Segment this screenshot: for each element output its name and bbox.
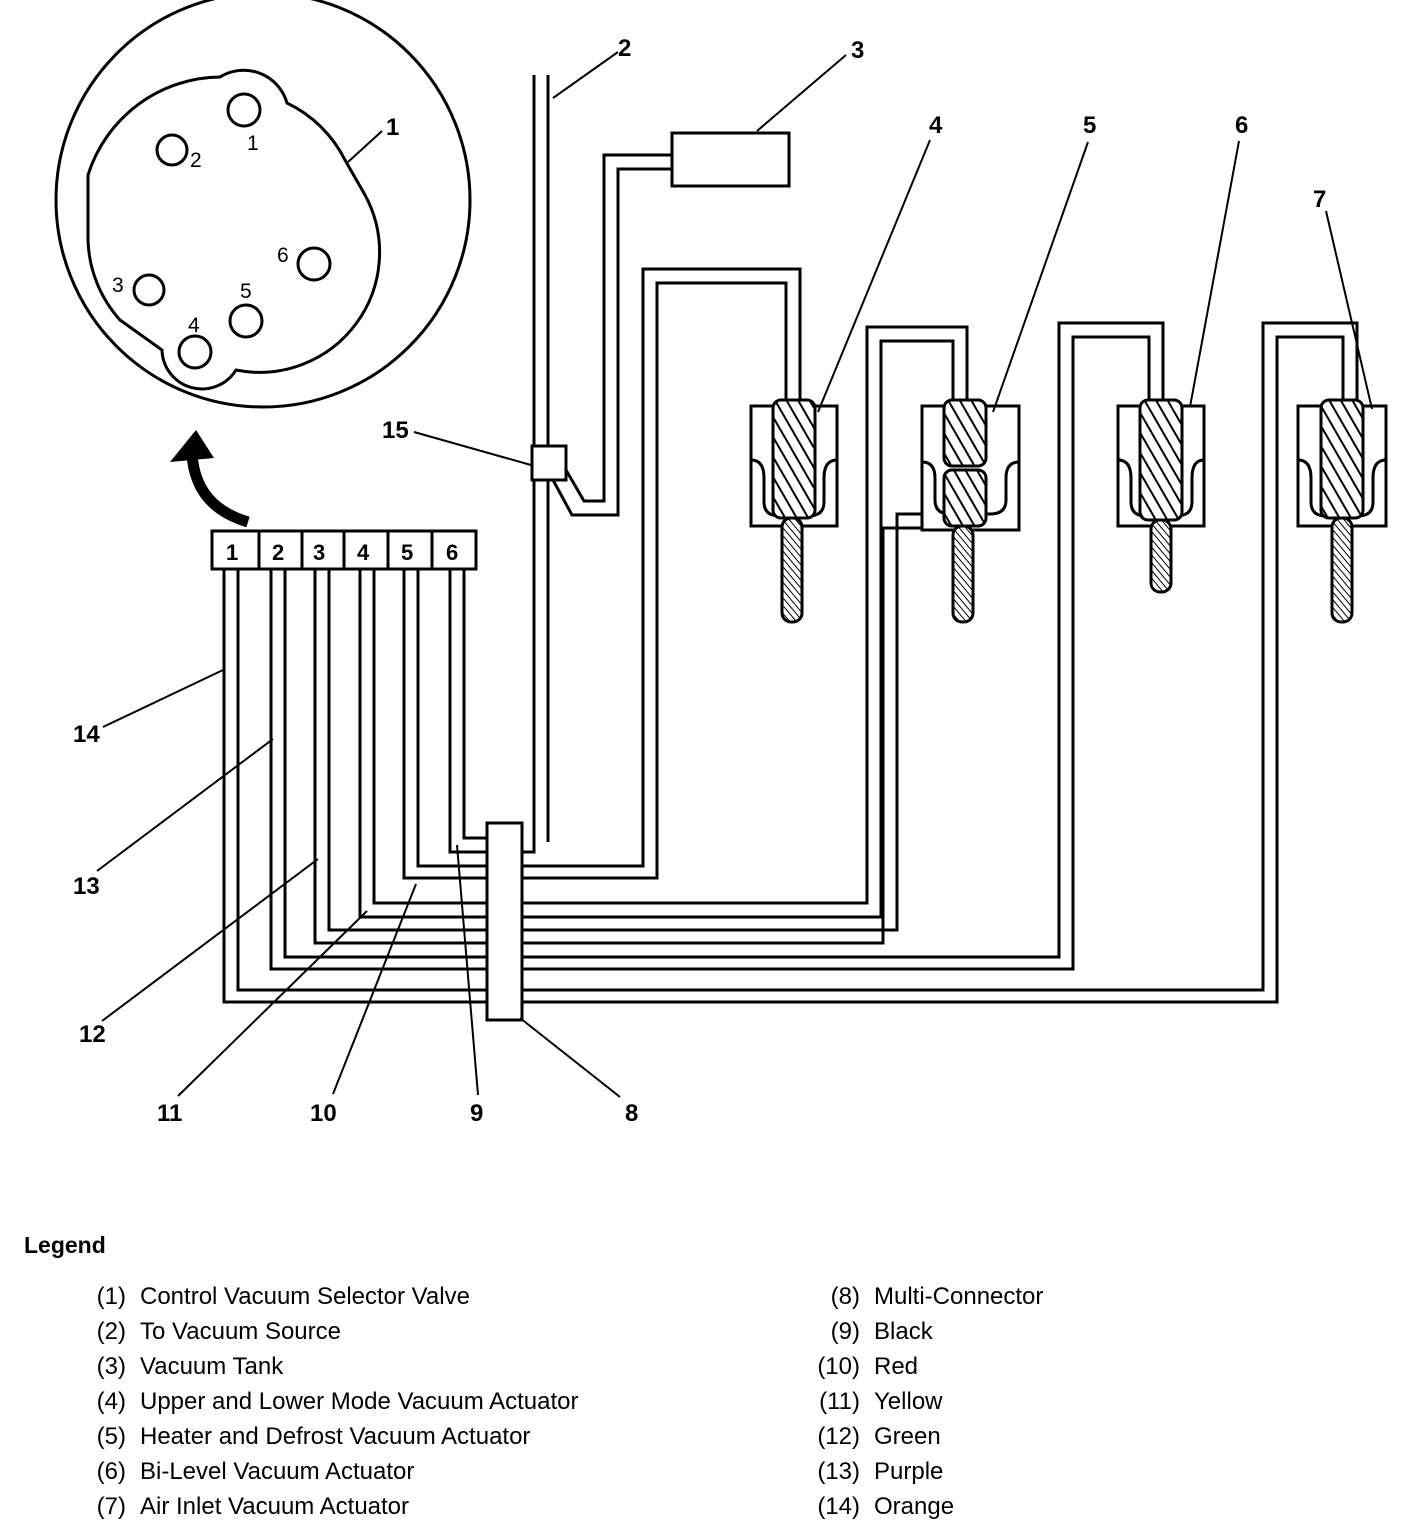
- port-label: 5: [240, 280, 252, 303]
- legend-item: (6) Bi-Level Vacuum Actuator: [76, 1454, 776, 1489]
- legend-right-column: (8) Multi-Connector (9) Black (10) Red (11)…: [810, 1279, 1310, 1524]
- legend-number: (10): [817, 1353, 860, 1380]
- leader-lines: [96, 51, 1373, 1098]
- legend-item: (12) Green: [810, 1419, 1310, 1454]
- callout-7: 7: [1313, 186, 1326, 213]
- block-port-label: 3: [313, 540, 325, 565]
- view-arrow: [170, 430, 250, 528]
- port-label: 1: [247, 132, 259, 155]
- vacuum-tank: [670, 131, 791, 188]
- legend-number: (7): [96, 1493, 126, 1520]
- legend-label: To Vacuum Source: [140, 1318, 341, 1345]
- block-port-label: 6: [446, 540, 458, 565]
- hose-yellow: [358, 339, 955, 919]
- legend-item: (8) Multi-Connector: [810, 1279, 1310, 1314]
- block-port-label: 2: [272, 540, 284, 565]
- legend-item: (4) Upper and Lower Mode Vacuum Actuator: [76, 1384, 776, 1419]
- legend-label: Red: [874, 1353, 919, 1380]
- legend-label: Control Vacuum Selector Valve: [140, 1283, 470, 1310]
- actuator-upper-lower-mode: [749, 398, 839, 624]
- callout-13: 13: [73, 873, 100, 900]
- hose-green: [313, 526, 922, 945]
- port-4: [177, 334, 213, 370]
- legend-number: (5): [96, 1423, 126, 1450]
- legend-left-column: (1) Control Vacuum Selector Valve (2) To V…: [76, 1279, 776, 1524]
- callout-8: 8: [625, 1100, 638, 1127]
- legend-item: (13) Purple: [810, 1454, 1310, 1489]
- port-3: [132, 273, 166, 307]
- legend-label: Heater and Defrost Vacuum Actuator: [140, 1423, 531, 1450]
- legend-number: (9): [830, 1318, 860, 1345]
- callout-9: 9: [470, 1100, 483, 1127]
- callouts: 1 2 3 4 5 6 7 8 9 10 11 12 13 14 15: [73, 35, 1326, 1127]
- legend-title: Legend: [24, 1232, 106, 1258]
- port-block-labels: 1 2 3 4 5 6: [226, 540, 458, 565]
- legend-label: Multi-Connector: [874, 1283, 1044, 1310]
- legend-number: (2): [96, 1318, 126, 1345]
- legend-item: (7) Air Inlet Vacuum Actuator: [76, 1489, 776, 1524]
- legend-item: (11) Yellow: [810, 1384, 1310, 1419]
- legend-item: (5) Heater and Defrost Vacuum Actuator: [76, 1419, 776, 1454]
- hoses: [222, 75, 1359, 1004]
- port-2: [155, 133, 189, 167]
- hose-red: [402, 281, 788, 880]
- legend-label: Green: [874, 1423, 941, 1450]
- legend-number: (13): [817, 1458, 860, 1485]
- port-label: 6: [277, 244, 289, 267]
- port-1: [226, 92, 262, 128]
- actuator-air-inlet: [1296, 398, 1388, 624]
- port-6: [296, 246, 332, 282]
- legend-number: (1): [96, 1283, 126, 1310]
- legend-number: (12): [817, 1423, 860, 1450]
- callout-4: 4: [929, 112, 943, 139]
- callout-11: 11: [157, 1100, 182, 1127]
- callout-2: 2: [618, 35, 631, 62]
- legend-number: (4): [96, 1388, 126, 1415]
- callout-14: 14: [73, 721, 100, 748]
- callout-5: 5: [1083, 112, 1096, 139]
- block-port-label: 5: [401, 540, 413, 565]
- legend-label: Purple: [874, 1458, 944, 1485]
- legend-item: (1) Control Vacuum Selector Valve: [76, 1279, 776, 1314]
- callout-3: 3: [851, 37, 864, 64]
- callout-12: 12: [79, 1021, 106, 1048]
- block-port-label: 4: [357, 540, 370, 565]
- port-5: [228, 303, 264, 339]
- legend-number: (3): [96, 1353, 126, 1380]
- tee-fitting: [530, 444, 568, 482]
- legend-item: (9) Black: [810, 1314, 1310, 1349]
- legend-label: Vacuum Tank: [140, 1353, 284, 1380]
- callout-15: 15: [382, 417, 409, 444]
- legend-number: (8): [830, 1283, 860, 1310]
- legend-label: Orange: [874, 1493, 955, 1520]
- legend-number: (6): [96, 1458, 126, 1485]
- selector-valve-face: [54, 0, 472, 409]
- legend-number: (11): [819, 1388, 860, 1415]
- legend-label: Air Inlet Vacuum Actuator: [140, 1493, 410, 1520]
- callout-10: 10: [310, 1100, 337, 1127]
- actuator-bi-level: [1116, 398, 1206, 594]
- legend-label: Black: [874, 1318, 933, 1345]
- legend-number: (14): [817, 1493, 860, 1520]
- port-label: 3: [112, 274, 124, 297]
- vacuum-tank-line: [551, 167, 672, 517]
- legend-item: (14) Orange: [810, 1489, 1310, 1524]
- legend-label: Bi-Level Vacuum Actuator: [140, 1458, 415, 1485]
- hose-purple: [269, 335, 1151, 971]
- legend-item: (10) Red: [810, 1349, 1310, 1384]
- valve-face-port-labels: 1 2 3 4 5 6: [112, 132, 289, 337]
- legend-label: Upper and Lower Mode Vacuum Actuator: [140, 1388, 579, 1415]
- port-block: [210, 529, 478, 571]
- legend-item: (2) To Vacuum Source: [76, 1314, 776, 1349]
- callout-1: 1: [386, 114, 399, 141]
- callout-6: 6: [1235, 112, 1248, 139]
- legend-item: (3) Vacuum Tank: [76, 1349, 776, 1384]
- port-label: 2: [190, 149, 202, 172]
- legend-label: Yellow: [874, 1388, 943, 1415]
- multi-connector: [485, 821, 524, 1022]
- actuator-heater-defrost: [920, 398, 1021, 624]
- port-label: 4: [188, 314, 200, 337]
- block-port-label: 1: [226, 540, 238, 565]
